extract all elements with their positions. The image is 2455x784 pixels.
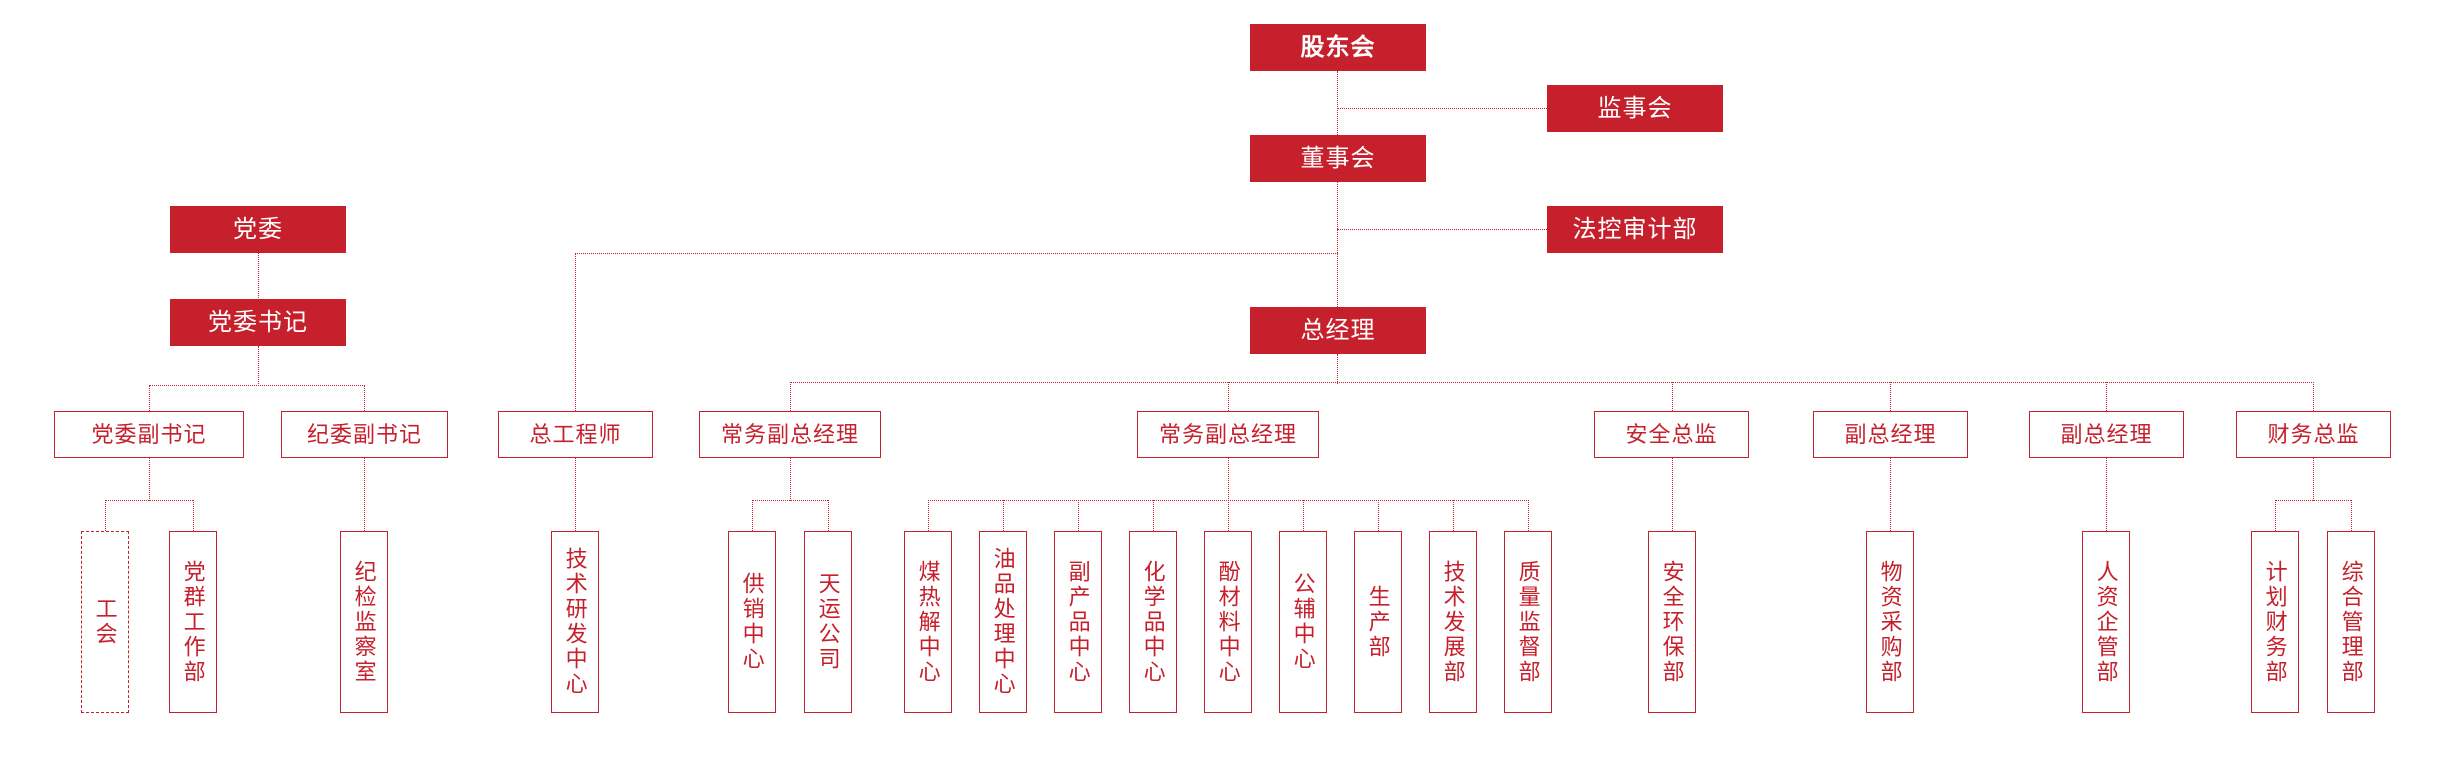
node-tech-development-dept[interactable]: 技术发展部 bbox=[1429, 531, 1477, 713]
node-shareholders-meeting[interactable]: 股东会 bbox=[1250, 24, 1426, 71]
node-general-mgmt-dept[interactable]: 综合管理部 bbox=[2327, 531, 2375, 713]
connector-board-to-legal-audit bbox=[1337, 229, 1547, 230]
node-materials-procurement-dept[interactable]: 物资采购部 bbox=[1866, 531, 1914, 713]
connector-party-deputy-bar bbox=[105, 500, 193, 501]
node-finance-director[interactable]: 财务总监 bbox=[2236, 411, 2391, 458]
connector-board-down bbox=[1337, 182, 1338, 307]
connector-deputy1-down bbox=[1890, 458, 1891, 531]
node-coal-pyrolysis-center[interactable]: 煤热解中心 bbox=[904, 531, 952, 713]
connector-drop-production bbox=[1378, 500, 1379, 531]
connector-drop-tianyun bbox=[828, 500, 829, 531]
connector-party-secretary-down bbox=[258, 346, 259, 386]
connector-exec1-bar bbox=[752, 500, 828, 501]
node-discipline-deputy-secretary[interactable]: 纪委副书记 bbox=[281, 411, 448, 458]
connector-finance-bar bbox=[2275, 500, 2351, 501]
connector-drop-exec-deputy-gm-1 bbox=[790, 382, 791, 411]
node-labor-union[interactable]: 工会 bbox=[81, 531, 129, 713]
connector-drop-party-mass-work bbox=[193, 500, 194, 531]
node-exec-deputy-gm-1[interactable]: 常务副总经理 bbox=[699, 411, 881, 458]
connector-drop-chemical bbox=[1153, 500, 1154, 531]
connector-party-committee-down bbox=[258, 229, 259, 304]
node-safety-director[interactable]: 安全总监 bbox=[1594, 411, 1749, 458]
connector-shareholders-to-supervisory bbox=[1337, 108, 1547, 109]
node-party-secretary[interactable]: 党委书记 bbox=[170, 299, 346, 346]
connector-drop-finance-director bbox=[2313, 382, 2314, 411]
node-supervisory-board[interactable]: 监事会 bbox=[1547, 85, 1723, 132]
node-general-manager[interactable]: 总经理 bbox=[1250, 307, 1426, 354]
connector-drop-exec-deputy-gm-2 bbox=[1228, 382, 1229, 411]
node-oil-processing-center[interactable]: 油品处理中心 bbox=[979, 531, 1027, 713]
node-party-mass-work-dept[interactable]: 党群工作部 bbox=[169, 531, 217, 713]
connector-drop-labor-union bbox=[105, 500, 106, 531]
node-safety-environment-dept[interactable]: 安全环保部 bbox=[1648, 531, 1696, 713]
connector-party-secretary-bar bbox=[149, 385, 365, 386]
node-deputy-gm-1[interactable]: 副总经理 bbox=[1813, 411, 1968, 458]
connector-party-deputy-down bbox=[149, 458, 150, 501]
node-utilities-center[interactable]: 公辅中心 bbox=[1279, 531, 1327, 713]
node-tech-rd-center[interactable]: 技术研发中心 bbox=[551, 531, 599, 713]
node-party-deputy-secretary[interactable]: 党委副书记 bbox=[54, 411, 244, 458]
connector-drop-general-mgmt bbox=[2351, 500, 2352, 531]
connector-drop-planning-finance bbox=[2275, 500, 2276, 531]
connector-gm-main-bar bbox=[790, 382, 2314, 383]
node-hr-enterprise-mgmt-dept[interactable]: 人资企管部 bbox=[2082, 531, 2130, 713]
node-quality-supervision-dept[interactable]: 质量监督部 bbox=[1504, 531, 1552, 713]
connector-drop-quality-supervision bbox=[1528, 500, 1529, 531]
connector-drop-phenol bbox=[1228, 500, 1229, 531]
connector-safety-down bbox=[1672, 458, 1673, 531]
connector-drop-utilities bbox=[1303, 500, 1304, 531]
connector-gm-down bbox=[1337, 354, 1338, 384]
connector-drop-byproduct bbox=[1078, 500, 1079, 531]
connector-drop-safety-director bbox=[1672, 382, 1673, 411]
connector-chief-engineer-drop bbox=[575, 253, 576, 411]
node-party-committee[interactable]: 党委 bbox=[170, 206, 346, 253]
node-chemical-center[interactable]: 化学品中心 bbox=[1129, 531, 1177, 713]
node-discipline-inspection-office[interactable]: 纪检监察室 bbox=[340, 531, 388, 713]
connector-drop-supply-marketing bbox=[752, 500, 753, 531]
node-deputy-gm-2[interactable]: 副总经理 bbox=[2029, 411, 2184, 458]
node-planning-finance-dept[interactable]: 计划财务部 bbox=[2251, 531, 2299, 713]
node-tianyun-company[interactable]: 天运公司 bbox=[804, 531, 852, 713]
connector-discipline-deputy-down bbox=[364, 458, 365, 531]
node-byproduct-center[interactable]: 副产品中心 bbox=[1054, 531, 1102, 713]
connector-shareholders-down bbox=[1337, 71, 1338, 135]
connector-chief-engineer-to-rd bbox=[575, 458, 576, 531]
node-production-dept[interactable]: 生产部 bbox=[1354, 531, 1402, 713]
connector-drop-deputy-gm-2 bbox=[2106, 382, 2107, 411]
connector-drop-discipline-deputy-secretary bbox=[364, 385, 365, 411]
connector-chief-engineer-bar bbox=[575, 253, 1338, 254]
connector-exec2-down bbox=[1228, 458, 1229, 501]
node-board-of-directors[interactable]: 董事会 bbox=[1250, 135, 1426, 182]
connector-drop-coal-pyrolysis bbox=[928, 500, 929, 531]
connector-deputy2-down bbox=[2106, 458, 2107, 531]
node-chief-engineer[interactable]: 总工程师 bbox=[498, 411, 653, 458]
node-supply-marketing-center[interactable]: 供销中心 bbox=[728, 531, 776, 713]
node-exec-deputy-gm-2[interactable]: 常务副总经理 bbox=[1137, 411, 1319, 458]
node-legal-audit-dept[interactable]: 法控审计部 bbox=[1547, 206, 1723, 253]
connector-drop-tech-development bbox=[1453, 500, 1454, 531]
connector-drop-oil-processing bbox=[1003, 500, 1004, 531]
connector-drop-deputy-gm-1 bbox=[1890, 382, 1891, 411]
node-phenol-material-center[interactable]: 酚材料中心 bbox=[1204, 531, 1252, 713]
connector-drop-party-deputy-secretary bbox=[149, 385, 150, 411]
connector-finance-down bbox=[2313, 458, 2314, 501]
connector-exec1-down bbox=[790, 458, 791, 501]
